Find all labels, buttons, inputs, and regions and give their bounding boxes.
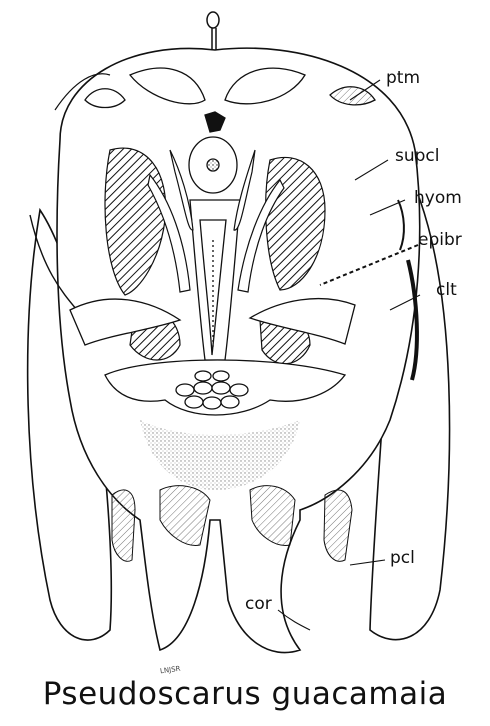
- label-clt: clt: [436, 282, 457, 299]
- label-epibr: epibr: [418, 232, 462, 249]
- label-pcl: pcl: [390, 550, 415, 567]
- figure-caption: Pseudoscarus guacamaia: [0, 676, 490, 712]
- label-hyom: hyom: [414, 190, 462, 207]
- label-supcl: supcl: [395, 148, 440, 165]
- label-cor: cor: [245, 596, 272, 613]
- label-ptm: ptm: [386, 70, 420, 87]
